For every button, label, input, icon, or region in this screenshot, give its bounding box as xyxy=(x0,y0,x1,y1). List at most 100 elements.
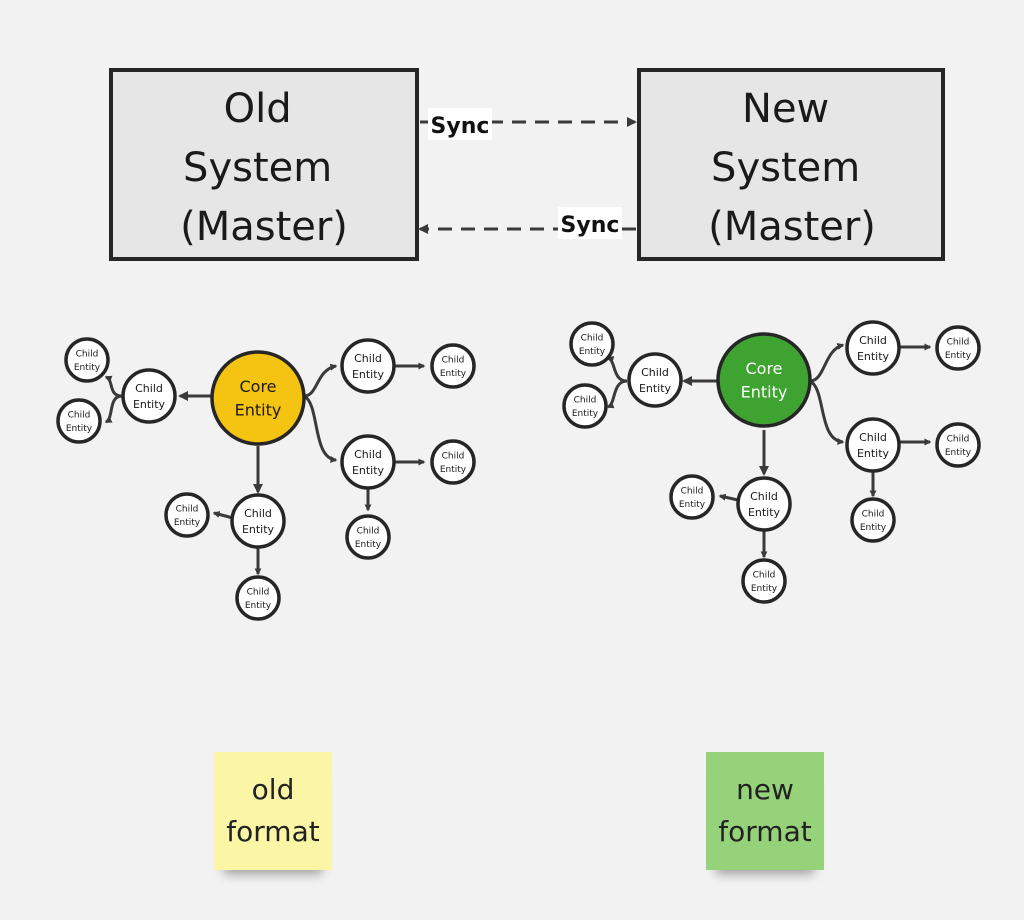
child-entity-old-8-label-1: Child xyxy=(357,527,380,537)
old-system-label-line-2: System xyxy=(183,145,332,191)
child-entity-new-1-label-2: Entity xyxy=(639,382,672,395)
sticky-note-new-format[interactable]: new format xyxy=(706,752,824,870)
new-system-label-line-2: System xyxy=(711,145,860,191)
sticky-note-old-format[interactable]: old format xyxy=(214,752,332,870)
child-entity-old-4-label-2: Entity xyxy=(352,368,385,381)
relation-arrow xyxy=(104,394,123,424)
sync-label-2: Sync xyxy=(561,213,620,238)
child-entity-new-4-label-2: Entity xyxy=(857,350,890,363)
core-entity-new-label-1: Core xyxy=(745,359,782,378)
child-entity-old-1-label-2: Entity xyxy=(133,398,166,411)
child-entity-new-6-label-1: Child xyxy=(859,431,887,444)
relation-arrow xyxy=(104,375,123,398)
child-entity-old-2-label-2: Entity xyxy=(74,363,101,373)
child-entity-new-2-label-1: Child xyxy=(581,334,604,344)
relation-arrow xyxy=(606,379,628,409)
child-entity-new-7-label-2: Entity xyxy=(945,448,972,458)
child-entity-new-11-label-1: Child xyxy=(753,571,776,581)
sync-arrow-new-to-old[interactable]: Sync xyxy=(418,207,636,239)
child-entity-new-2-label-2: Entity xyxy=(579,347,606,357)
child-entity-new-10-label-1: Child xyxy=(681,487,704,497)
child-entity-new-11-label-2: Entity xyxy=(751,584,778,594)
child-entity-new-3-label-2: Entity xyxy=(572,409,599,419)
new-system-label-line-1: New xyxy=(742,86,829,132)
relation-arrow xyxy=(718,493,739,502)
note-old-line-2: format xyxy=(226,815,320,848)
old-system-box[interactable]: Old System (Master) xyxy=(109,68,419,261)
child-entity-old-4-label-1: Child xyxy=(354,352,382,365)
relation-arrow xyxy=(303,394,338,464)
note-new-line-2: format xyxy=(718,815,812,848)
child-entity-new-5-label-1: Child xyxy=(947,338,970,348)
child-entity-old-9-label-2: Entity xyxy=(242,523,275,536)
child-entity-old-5-label-2: Entity xyxy=(440,369,467,379)
old-system-label-line-3: (Master) xyxy=(180,204,348,250)
child-entity-old-5-label-1: Child xyxy=(442,356,465,366)
child-entity-old-10-label-2: Entity xyxy=(174,518,201,528)
sync-label-1: Sync xyxy=(431,114,490,139)
new-system-label-line-3: (Master) xyxy=(708,204,876,250)
child-entity-old-10-label-1: Child xyxy=(176,505,199,515)
note-old-line-1: old xyxy=(251,773,295,806)
child-entity-new-9-label-1: Child xyxy=(750,490,778,503)
relation-arrow xyxy=(606,355,628,383)
sync-arrow-old-to-new[interactable]: Sync xyxy=(420,108,637,140)
core-entity-old-label-2: Entity xyxy=(235,400,282,419)
note-new-line-1: new xyxy=(736,773,794,806)
child-entity-old-3-label-1: Child xyxy=(68,411,91,421)
child-entity-old-6-label-1: Child xyxy=(354,448,382,461)
child-entity-old-2-label-1: Child xyxy=(76,350,99,360)
child-entity-new-6-label-2: Entity xyxy=(857,447,890,460)
child-entity-new-10-label-2: Entity xyxy=(679,500,706,510)
new-system-box[interactable]: New System (Master) xyxy=(637,68,945,261)
svg-text:New System (Master: New System (Master) xyxy=(708,86,876,250)
